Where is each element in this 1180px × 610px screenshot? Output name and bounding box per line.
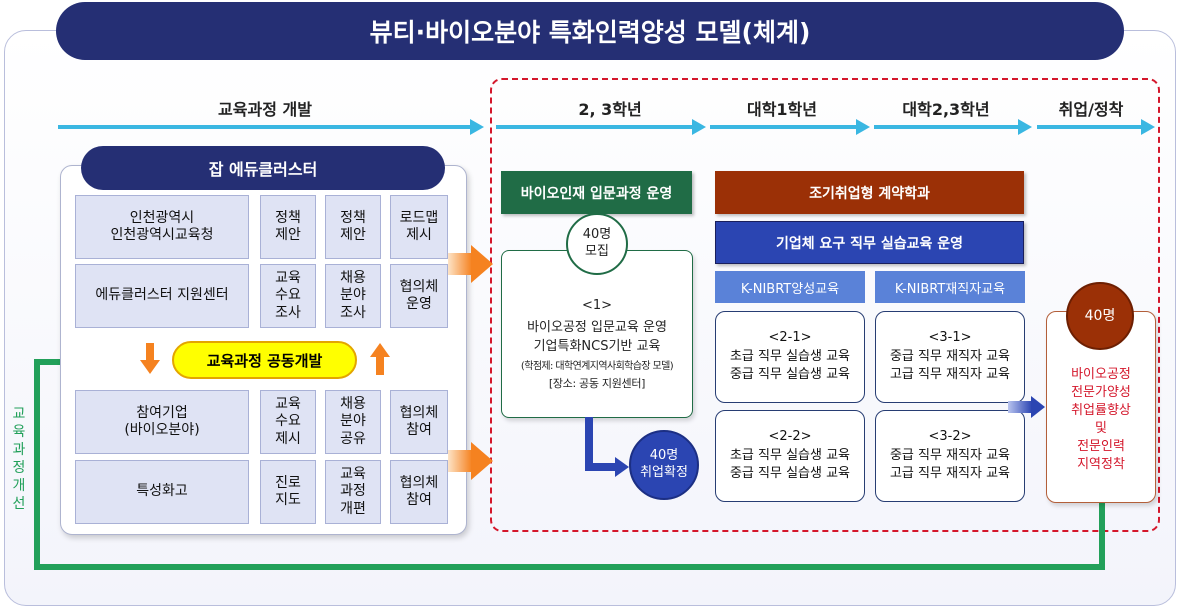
contract-dept-bar: 조기취업형 계약학과: [715, 171, 1024, 214]
page-title: 뷰티·바이오분야 특화인력양성 모델(체계): [56, 2, 1124, 60]
intro-course-bar: 바이오인재 입문과정 운영: [501, 171, 692, 214]
orange-right-arrow: [448, 450, 472, 472]
org-educluster-center: 에듀클러스터 지원센터: [75, 264, 249, 328]
box-line-small: (학점제: 대학연계지역사회학습장 모델): [520, 360, 674, 372]
stage-header-employment: 취업/정착: [1058, 100, 1124, 119]
stage-header-univ1: 대학1학년: [746, 100, 817, 119]
role-cell: 정책 제안: [325, 195, 381, 259]
stage-arrow: [874, 119, 1032, 135]
role-cell: 협의체 참여: [390, 460, 448, 524]
role-cell: 협의체 참여: [390, 390, 448, 454]
role-cell: 채용 분야 조사: [325, 264, 381, 328]
box-line-small: [장소: 공동 지원센터]: [548, 377, 646, 390]
outcome-circle: 40명: [1066, 282, 1134, 350]
edu-cluster-title: 잡 에듀클러스터: [81, 146, 445, 190]
outcome-text: 바이오공정 전문가양성 취업률향상 및 전문인력 지역정착: [1071, 367, 1131, 472]
stage-arrow: [496, 119, 706, 135]
feedback-line: [34, 564, 1105, 570]
orange-right-arrow: [448, 253, 472, 275]
orange-down-arrow: [146, 343, 154, 361]
orange-down-arrow: [140, 360, 160, 374]
role-cell: 진로 지도: [260, 460, 316, 524]
course-box-3-1: <3-1> 중급 직무 재직자 교육 고급 직무 재직자 교육: [875, 311, 1025, 403]
org-partner-company: 참여기업 (바이오분야): [75, 390, 249, 454]
stage-header-univ23: 대학2,3학년: [902, 100, 990, 119]
job-training-bar: 기업체 요구 직무 실습교육 운영: [715, 221, 1024, 264]
program-region-dashed: [490, 78, 1160, 532]
orange-right-arrow: [471, 245, 493, 283]
feedback-line: [34, 359, 70, 365]
stage-arrow: [58, 119, 484, 135]
org-incheon: 인천광역시 인천광역시교육청: [75, 195, 249, 259]
box-line: 기업특화NCS기반 교육: [533, 338, 661, 354]
stage-arrow: [1037, 119, 1155, 135]
course-box-3-2: <3-2> 중급 직무 재직자 교육 고급 직무 재직자 교육: [875, 410, 1025, 502]
stage-arrow: [710, 119, 870, 135]
blue-right-arrow: [1008, 401, 1032, 413]
orange-up-arrow: [370, 343, 390, 357]
course-box-2-2: <2-2> 초급 직무 실습생 교육 중급 직무 실습생 교육: [715, 410, 865, 502]
org-vocational-school: 특성화고: [75, 460, 249, 524]
intro-course-box: [501, 250, 693, 418]
recruit-circle: 40명 모집: [566, 213, 628, 275]
blue-elbow-arrow: [615, 457, 629, 477]
role-cell: 로드맵 제시: [390, 195, 448, 259]
co-development-badge: 교육과정 공동개발: [172, 341, 357, 379]
orange-right-arrow: [471, 442, 493, 480]
course-box-2-1: <2-1> 초급 직무 실습생 교육 중급 직무 실습생 교육: [715, 311, 865, 403]
knibrt-training-tab: K-NIBRT양성교육: [715, 271, 865, 303]
feedback-line: [1099, 500, 1105, 570]
blue-elbow-arrow: [585, 417, 593, 471]
stage-header-curriculum: 교육과정 개발: [218, 100, 312, 119]
box-number: <1>: [581, 297, 613, 313]
stage-header-grade23: 2, 3학년: [578, 100, 642, 119]
side-label-curriculum-improvement: 교육과정개선: [12, 406, 26, 512]
role-cell: 교육 수요 조사: [260, 264, 316, 328]
role-cell: 정책 제안: [260, 195, 316, 259]
feedback-line: [34, 359, 40, 570]
role-cell: 협의체 운영: [390, 264, 448, 328]
role-cell: 채용 분야 공유: [325, 390, 381, 454]
blue-right-arrow: [1031, 396, 1045, 418]
orange-up-arrow: [376, 357, 384, 375]
role-cell: 교육 과정 개편: [325, 460, 381, 524]
role-cell: 교육 수요 제시: [260, 390, 316, 454]
knibrt-employee-tab: K-NIBRT재직자교육: [875, 271, 1025, 303]
box-line: 바이오공정 입문교육 운영: [527, 319, 667, 335]
blue-elbow-arrow: [585, 463, 617, 471]
employment-confirm-circle: 40명 취업확정: [629, 430, 699, 500]
